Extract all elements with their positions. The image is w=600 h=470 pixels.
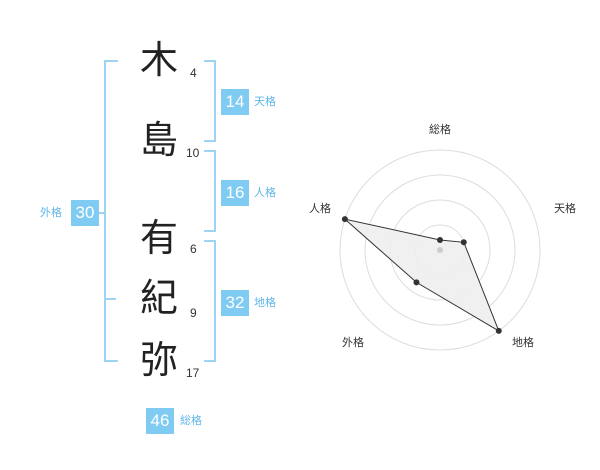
radar-grid bbox=[339, 149, 541, 351]
radar-axis-label-2: 地格 bbox=[512, 335, 534, 349]
radar-point-3 bbox=[413, 279, 420, 286]
name-char-5: 弥 bbox=[139, 338, 178, 382]
radar-axis-label-1: 天格 bbox=[554, 201, 576, 215]
stroke-count-3: 6 bbox=[190, 242, 197, 256]
radar-area bbox=[343, 218, 500, 333]
kaku-radar-chart: 総格 天格 地格 外格 人格 bbox=[309, 122, 576, 351]
radar-point-1 bbox=[460, 239, 467, 246]
radar-point-0 bbox=[437, 237, 443, 243]
soukaku-label: 総格 bbox=[180, 414, 202, 427]
stroke-count-4: 9 bbox=[190, 306, 197, 320]
radar-center bbox=[437, 247, 443, 253]
jinkaku-label: 人格 bbox=[254, 186, 276, 199]
radar-axis-label-4: 人格 bbox=[309, 201, 331, 215]
chikaku-bracket bbox=[204, 240, 216, 362]
tenkaku-label: 天格 bbox=[254, 95, 276, 108]
gaikaku-label: 外格 bbox=[40, 206, 62, 219]
stroke-count-2: 10 bbox=[186, 146, 200, 160]
gaikaku-connector bbox=[96, 212, 104, 214]
jinkaku-badge: 16 bbox=[221, 180, 249, 206]
gaikaku-bracket-tick bbox=[104, 298, 116, 300]
stroke-count-5: 17 bbox=[186, 366, 200, 380]
chikaku-label: 地格 bbox=[254, 296, 276, 309]
jinkaku-bracket bbox=[204, 150, 216, 232]
tenkaku-bracket bbox=[204, 60, 216, 142]
radar-axis-label-0: 総格 bbox=[429, 122, 451, 136]
name-char-1: 木 bbox=[139, 38, 178, 82]
radar-points bbox=[341, 216, 502, 334]
stroke-count-1: 4 bbox=[190, 66, 197, 80]
gaikaku-badge: 30 bbox=[71, 200, 99, 226]
tenkaku-badge: 14 bbox=[221, 89, 249, 115]
radar-ring-4 bbox=[339, 149, 541, 351]
soukaku-badge: 46 bbox=[146, 408, 174, 434]
gaikaku-bracket bbox=[104, 60, 118, 362]
radar-ring-3 bbox=[364, 174, 516, 326]
radar-point-4 bbox=[341, 216, 348, 223]
radar-axis-label-3: 外格 bbox=[342, 335, 364, 349]
name-char-2: 島 bbox=[139, 118, 178, 162]
name-char-4: 紀 bbox=[139, 276, 178, 320]
name-char-3: 有 bbox=[139, 216, 178, 260]
radar-point-2 bbox=[495, 327, 502, 334]
chikaku-badge: 32 bbox=[221, 290, 249, 316]
